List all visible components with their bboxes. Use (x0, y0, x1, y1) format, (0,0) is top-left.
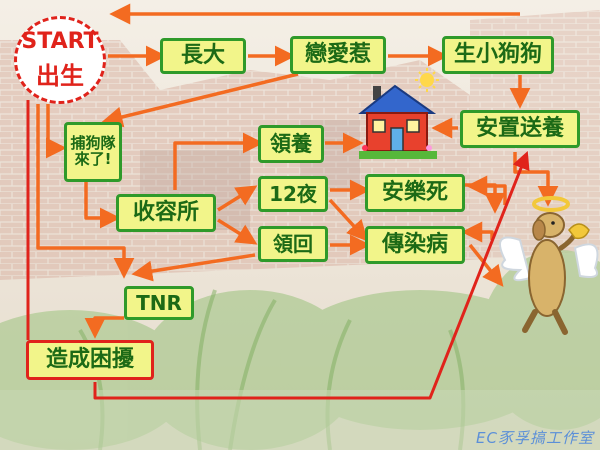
birth-label: 出生 (36, 62, 84, 90)
angel-dog-icon (499, 196, 599, 335)
node-twelve-nights: 12夜 (258, 176, 328, 212)
credit-text: EC豕孚搞工作室 (476, 429, 594, 447)
node-infection: 傳染病 (365, 226, 465, 264)
house-icon (358, 68, 439, 159)
node-shelter: 收容所 (116, 194, 216, 232)
node-euthanasia: 安樂死 (365, 174, 465, 212)
node-puppies: 生小狗狗 (442, 36, 554, 74)
start-label: START (21, 29, 99, 54)
node-reclaimed: 領回 (258, 226, 328, 262)
node-fall-in-love: 戀愛惹 (290, 36, 386, 74)
node-tnr: TNR (124, 286, 194, 320)
node-dog-catchers: 捕狗隊 來了! (64, 122, 122, 182)
node-causing-trouble: 造成困擾 (26, 340, 154, 380)
start-birth-node: START 出生 (14, 16, 106, 104)
node-placement-adoption: 安置送養 (460, 110, 580, 148)
node-adoption: 領養 (258, 125, 324, 163)
node-grow-up: 長大 (160, 38, 246, 74)
